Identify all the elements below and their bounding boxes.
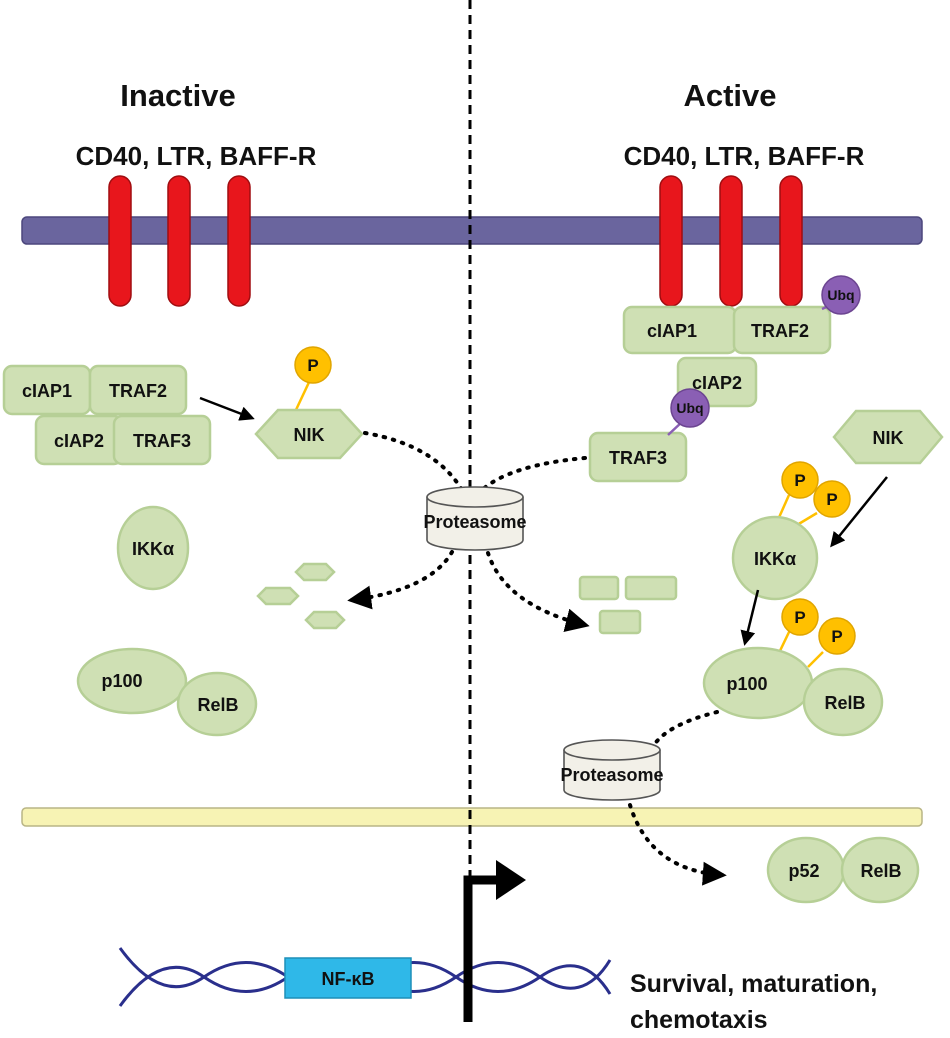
phospho-label-p100-2: P bbox=[831, 627, 842, 646]
receptors-label-inactive: CD40, LTR, BAFF-R bbox=[76, 141, 317, 171]
phospho-link-ikk-2 bbox=[796, 511, 818, 527]
phospho-circle-nik bbox=[294, 346, 332, 384]
phospho-circle-ikk-1 bbox=[781, 461, 819, 499]
phospho-label: P bbox=[307, 356, 318, 375]
proteasome-upper bbox=[426, 486, 524, 551]
phospho-label-ikk-1: P bbox=[794, 471, 805, 490]
ikk-inactive-label: IKKα bbox=[132, 539, 174, 559]
p100-active-label: p100 bbox=[726, 674, 767, 694]
nfkb-box bbox=[284, 957, 412, 999]
outcome-line-2: chemotaxis bbox=[630, 1006, 768, 1034]
ikk-active-label: IKKα bbox=[754, 549, 796, 569]
outcome-line-1: Survival, maturation, bbox=[630, 970, 877, 998]
proteasome-lower-label: Proteasome bbox=[560, 765, 663, 785]
ciap2-label: cIAP2 bbox=[54, 431, 104, 451]
ubq-circle-traf3 bbox=[670, 388, 710, 428]
relb-inactive-label: RelB bbox=[197, 695, 238, 715]
relb-active-shape bbox=[802, 667, 884, 737]
phospho-circle-p100-2 bbox=[818, 617, 856, 655]
relb-nuclear-label: RelB bbox=[860, 861, 901, 881]
dotted-p100-to-proteasome bbox=[650, 710, 719, 750]
dotted-nik-to-proteasome bbox=[363, 431, 464, 492]
ikk-active-shape bbox=[731, 515, 819, 601]
receptors-active bbox=[659, 175, 803, 307]
nfkb-label: NF-κB bbox=[321, 969, 374, 989]
relb-active-label: RelB bbox=[824, 693, 865, 713]
dotted-proteasome-to-traf-fragments bbox=[486, 551, 590, 632]
relb-inactive-shape bbox=[176, 671, 258, 737]
receptors-inactive bbox=[108, 175, 251, 307]
traf2-active-label: TRAF2 bbox=[751, 321, 809, 341]
dotted-traf3-to-proteasome bbox=[480, 456, 587, 492]
title-inactive: Inactive bbox=[120, 78, 235, 113]
phospho-label-p100-1: P bbox=[794, 608, 805, 627]
proteasome-lower bbox=[563, 739, 661, 801]
transcription-start-arrowhead bbox=[496, 860, 526, 900]
nik-active-label: NIK bbox=[873, 428, 904, 448]
phospho-circle-p100-1 bbox=[781, 598, 819, 636]
relb-nuclear-shape bbox=[840, 836, 920, 904]
nik-inactive-shape bbox=[254, 408, 364, 460]
ubq-label-traf3: Ubq bbox=[676, 400, 703, 416]
traf3-active-label: TRAF3 bbox=[609, 448, 667, 468]
p100-inactive-label: p100 bbox=[101, 671, 142, 691]
phospho-link bbox=[293, 377, 313, 413]
arrow-ikk-to-p100 bbox=[740, 589, 760, 646]
nik-inactive-label: NIK bbox=[294, 425, 325, 445]
transcription-start-stem bbox=[463, 875, 500, 1022]
traf3-label: TRAF3 bbox=[133, 431, 191, 451]
degraded-nik-fragments bbox=[256, 562, 346, 630]
proteasome-upper-label: Proteasome bbox=[423, 512, 526, 532]
ikk-inactive-shape bbox=[116, 505, 190, 591]
ubq-circle-traf2 bbox=[821, 275, 861, 315]
phospho-link-p100-2 bbox=[807, 651, 824, 668]
nik-active-shape bbox=[832, 409, 944, 465]
traf2-label: TRAF2 bbox=[109, 381, 167, 401]
dotted-proteasome-to-nik-fragments bbox=[347, 550, 454, 610]
arrow-nik-to-ikk bbox=[830, 476, 888, 548]
ubq-label-traf2: Ubq bbox=[827, 287, 854, 303]
inactive-complex: cIAP1 TRAF2 cIAP2 TRAF3 bbox=[2, 364, 212, 466]
arrow-complex-to-nik bbox=[199, 396, 255, 421]
title-active: Active bbox=[683, 78, 776, 113]
p100-inactive-shape bbox=[76, 647, 188, 715]
ciap1-label: cIAP1 bbox=[22, 381, 72, 401]
ciap1-active-label: cIAP1 bbox=[647, 321, 697, 341]
nuclear-membrane bbox=[21, 807, 923, 827]
degraded-traf-fragments bbox=[578, 575, 678, 635]
p52-label: p52 bbox=[788, 861, 819, 881]
phospho-label-ikk-2: P bbox=[826, 490, 837, 509]
receptors-label-active: CD40, LTR, BAFF-R bbox=[624, 141, 865, 171]
phospho-circle-ikk-2 bbox=[813, 480, 851, 518]
ciap2-active-label: cIAP2 bbox=[692, 373, 742, 393]
